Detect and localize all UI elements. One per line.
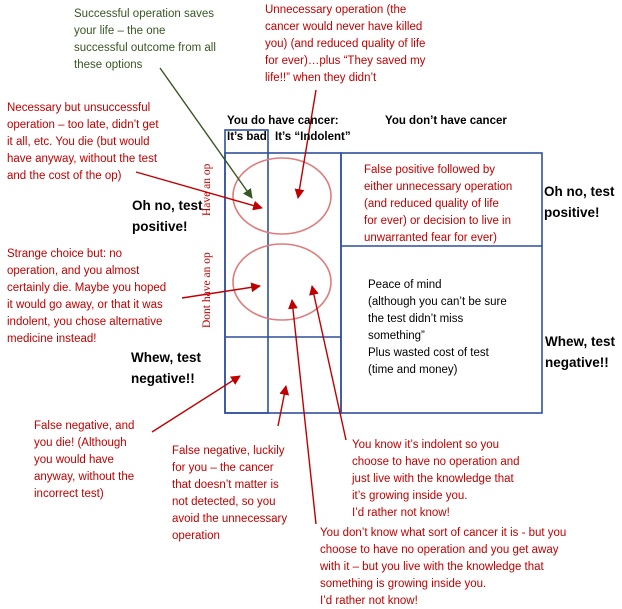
vertical-label-have-op: Have an op (201, 163, 213, 216)
annotation-false-negative-die: False negative, and you die! (Although y… (34, 420, 135, 500)
label-test-negative-right: Whew, test negative!! (545, 334, 616, 370)
arrow-strange-choice (181, 282, 261, 299)
cell-false-positive: False positive followed by either unnece… (364, 164, 513, 244)
vertical-label-dont-have-op: Dont have an op (201, 252, 213, 328)
annotation-successful-op: Successful operation saves your life – t… (74, 8, 216, 71)
annotation-unnecessary-op: Unnecessary operation (the cancer would … (265, 4, 426, 84)
circle-no-op (232, 243, 332, 321)
annotation-strange-choice: Strange choice but: no operation, and yo… (7, 248, 167, 345)
header-no-cancer: You don’t have cancer (385, 115, 507, 127)
arrow-unnecessary-op (294, 89, 317, 199)
header-have-cancer: You do have cancer: (227, 115, 339, 127)
arrow-dont-know (288, 299, 317, 525)
grid-box-no-cancer (340, 152, 543, 414)
annotation-necessary-unsuccessful: Necessary but unsuccessful operation – t… (7, 102, 159, 182)
annotation-dont-know: You don’t know what sort of cancer it is… (320, 527, 567, 607)
circle-have-op (232, 157, 332, 235)
arrow-successful-op (159, 67, 253, 199)
label-test-negative-left: Whew, test negative!! (131, 350, 202, 386)
header-its-bad: It’s bad (227, 131, 267, 143)
grid-box-have-cancer (224, 152, 342, 414)
header-indolent: It’s “Indolent” (275, 131, 351, 143)
arrow-necessary-unsuccessful (135, 171, 263, 211)
annotation-false-negative-lucky: False negative, luckily for you – the ca… (172, 445, 288, 542)
cell-peace-of-mind: Peace of mind (although you can’t be sur… (368, 279, 507, 376)
grid-box-its-bad (224, 129, 269, 414)
annotation-know-indolent: You know it’s indolent so you choose to … (352, 439, 520, 519)
label-test-positive-left: Oh no, test positive! (132, 198, 203, 234)
arrow-false-negative-die (151, 375, 241, 433)
arrow-false-negative-lucky (277, 385, 290, 427)
label-test-positive-right: Oh no, test positive! (544, 184, 615, 220)
arrow-know-indolent (309, 285, 347, 441)
